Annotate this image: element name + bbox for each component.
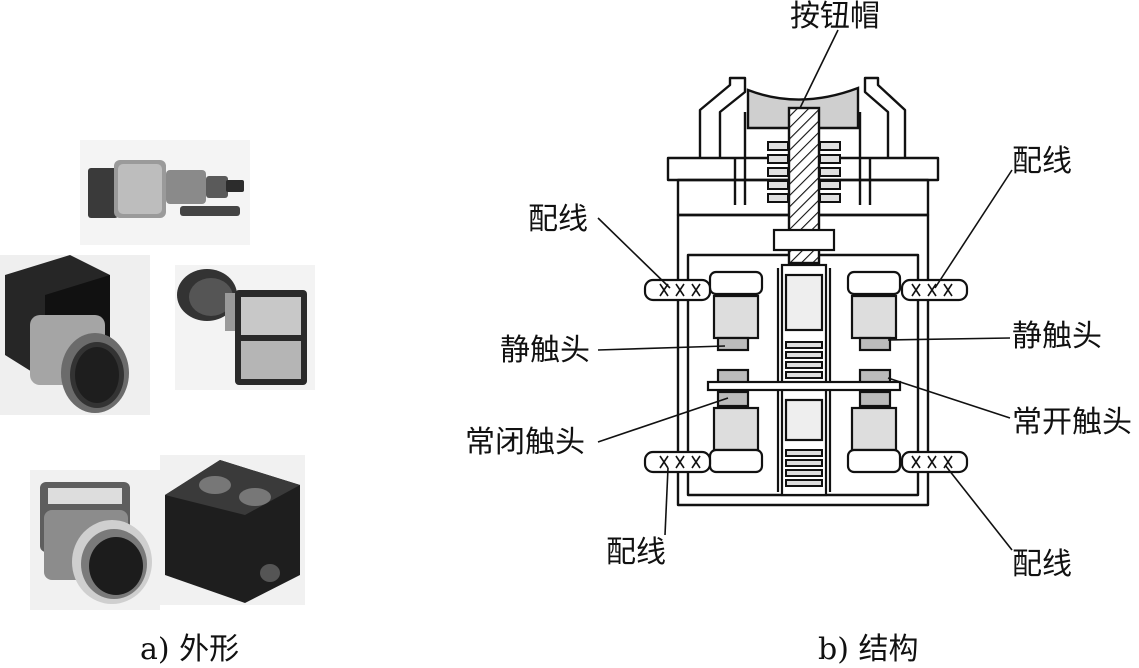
control-box-photo [160, 455, 305, 605]
label-wiring-right-bottom: 配线 [1012, 547, 1072, 582]
square-pushbutton-photo [30, 470, 160, 610]
label-no-contact: 常开触头 [1012, 405, 1132, 440]
label-wiring-right-top: 配线 [1012, 144, 1072, 179]
mushroom-button-photo [175, 265, 315, 390]
red-pushbutton-photo [0, 255, 150, 415]
label-static-contact-left: 静触头 [500, 333, 590, 368]
label-wiring-left-top: 配线 [528, 202, 588, 237]
label-static-contact-right: 静触头 [1012, 319, 1102, 354]
leader-lines [597, 29, 1013, 551]
label-button-cap: 按钮帽 [790, 0, 880, 34]
label-nc-contact: 常闭触头 [465, 425, 585, 460]
caption-b: b) 结构 [818, 632, 919, 667]
label-wiring-left-bottom: 配线 [606, 535, 666, 570]
caption-a: a) 外形 [140, 632, 240, 667]
return-spring [767, 141, 841, 203]
key-switch-photo [80, 140, 250, 245]
